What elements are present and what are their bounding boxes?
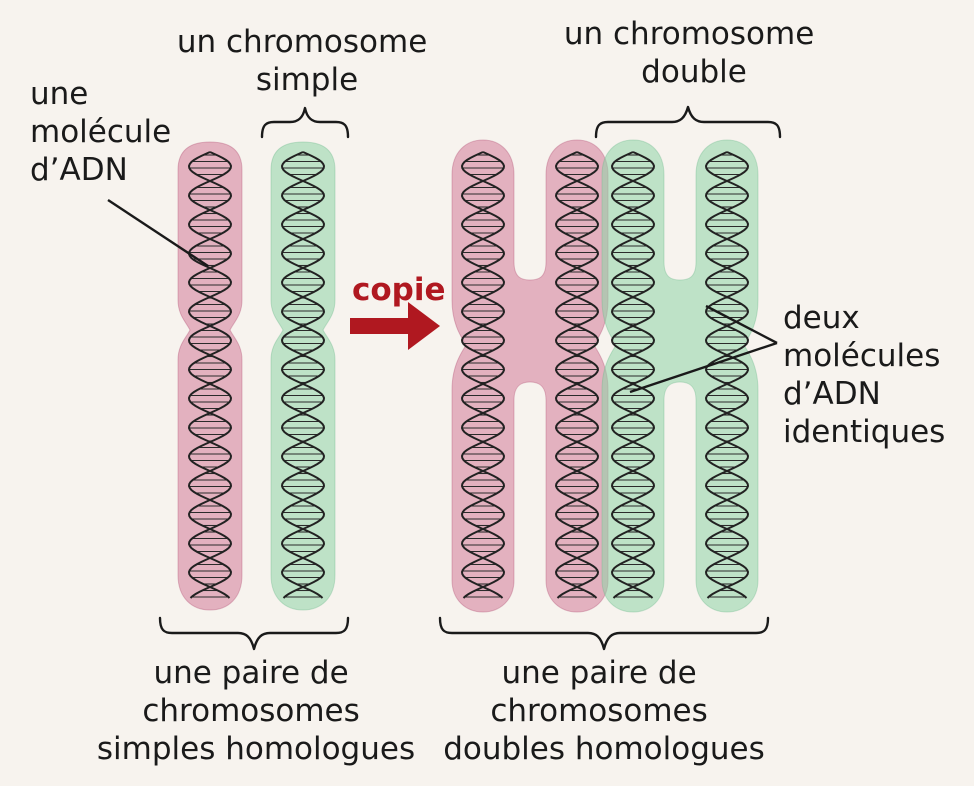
- dna-molecule-label: une molécule d’ADN: [30, 76, 181, 188]
- double-pair-bracket: [438, 616, 770, 651]
- double-chromosome-label: un chromosome double: [564, 16, 824, 90]
- dna-strand: [280, 151, 326, 599]
- dna-strand: [704, 151, 750, 599]
- copy-label: copie: [352, 272, 446, 308]
- dna-helix-pink-double-left: [460, 151, 506, 599]
- dna-molecule-leader: [107, 198, 209, 268]
- dna-strand: [280, 151, 326, 599]
- simple-chromosome-label: un chromosome simple: [177, 24, 437, 98]
- dna-strand: [610, 151, 656, 599]
- dna-helix-pink-double-right: [554, 151, 600, 599]
- dna-strand: [610, 151, 656, 599]
- dna-helix-pink-single: [187, 151, 233, 599]
- dna-helix-green-double-left: [610, 151, 656, 599]
- dna-strand: [704, 151, 750, 599]
- identical-dna-leader-bottom: [629, 341, 778, 394]
- dna-strand: [554, 151, 600, 599]
- double-chromosome-bracket: [594, 105, 782, 139]
- identical-dna-label: deux molécules d’ADN identiques: [783, 300, 950, 450]
- dna-strand: [554, 151, 600, 599]
- dna-helix-green-double-right: [704, 151, 750, 599]
- dna-strand: [460, 151, 506, 599]
- dna-strand: [460, 151, 506, 599]
- simple-chromosome-bracket: [260, 106, 350, 139]
- simple-pair-bracket: [158, 616, 350, 651]
- dna-strand: [187, 151, 233, 599]
- copy-arrow: [350, 302, 440, 350]
- identical-dna-leader-top: [705, 304, 778, 345]
- dna-helix-green-single: [280, 151, 326, 599]
- dna-helices: [187, 151, 750, 599]
- dna-strand: [187, 151, 233, 599]
- simple-pair-label: une paire de chromosomes simples homolog…: [97, 655, 415, 767]
- double-pair-label: une paire de chromosomes doubles homolog…: [443, 655, 765, 767]
